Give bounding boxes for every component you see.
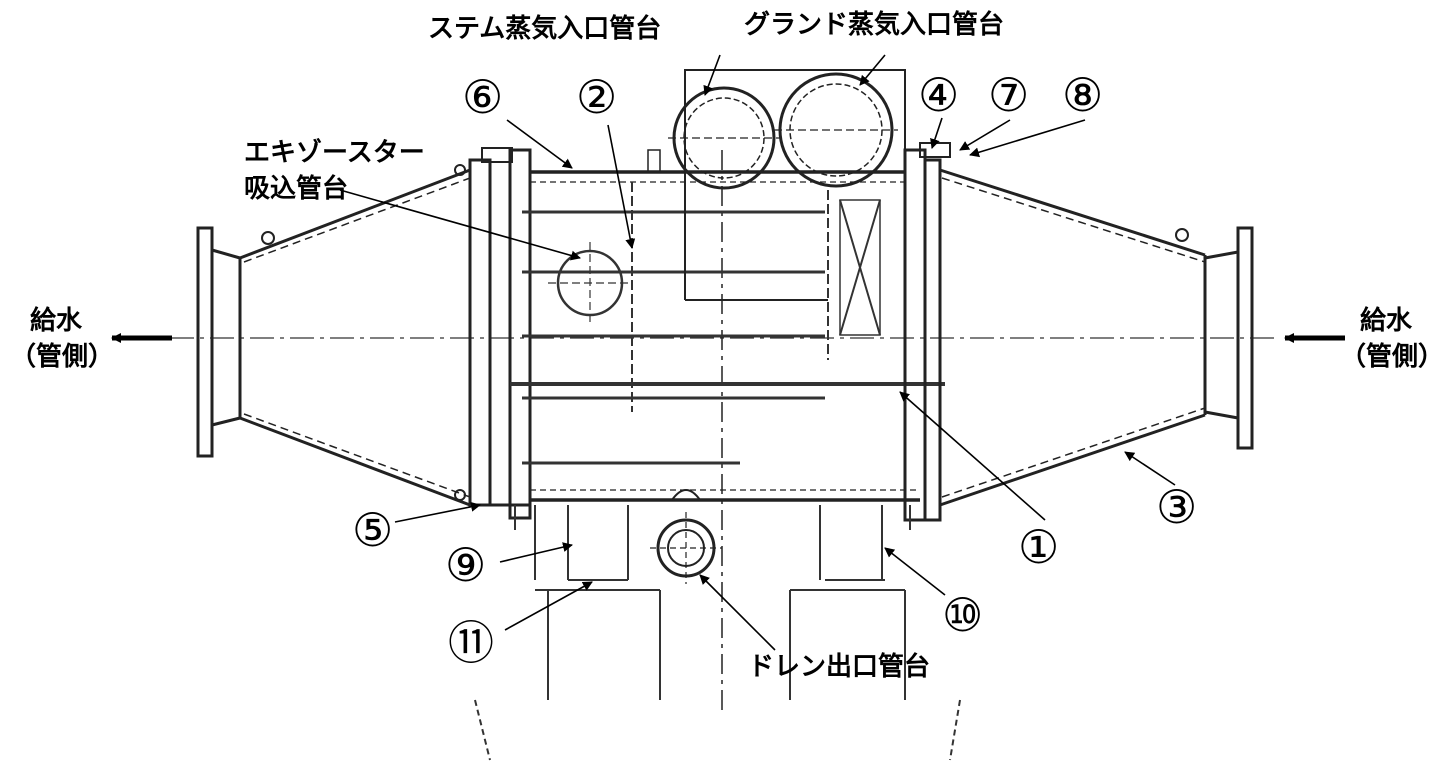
marker-4: ④ (918, 68, 960, 122)
label-drain-outlet-nozzle: ドレン出口管台 (748, 652, 931, 682)
saddle-supports (474, 505, 961, 761)
marker-8: ⑧ (1062, 68, 1104, 122)
label-feedwater-left: 給水 (30, 306, 83, 336)
label-feedwater-right: 給水 (1360, 306, 1413, 336)
marker-2: ② (576, 70, 618, 124)
left-channel-head (196, 164, 471, 507)
marker-1: ① (1018, 520, 1060, 574)
label-exhauster-line2: 吸込管台 (244, 174, 349, 204)
marker-9: ⑨ (445, 538, 487, 592)
label-exhauster-line1: エキゾースター (244, 138, 425, 168)
tube-bundle (510, 210, 945, 465)
marker-7: ⑦ (988, 68, 1030, 122)
marker-5: ⑤ (352, 503, 394, 557)
marker-6: ⑥ (462, 70, 504, 124)
right-channel-head (939, 168, 1254, 507)
shell-body (530, 150, 920, 715)
marker-3: ③ (1156, 480, 1198, 534)
marker-10: ⑩ (942, 588, 984, 642)
leader-lines (339, 54, 1176, 651)
label-gland-steam-inlet-nozzle: グランド蒸気入口管台 (744, 10, 1005, 40)
label-feedwater-right-side: （管側） (1340, 342, 1441, 372)
label-stem-steam-inlet-nozzle: ステム蒸気入口管台 (428, 14, 662, 44)
baffles (631, 182, 881, 412)
drain-outlet-nozzle (650, 489, 722, 584)
steam-inlet-nozzles (647, 69, 906, 301)
right-flanges (903, 142, 951, 522)
left-flanges (468, 147, 532, 520)
marker-11: ⑪ (448, 616, 494, 670)
exhauster-suction-nozzle (548, 242, 632, 325)
label-feedwater-left-side: （管側） (10, 342, 115, 372)
